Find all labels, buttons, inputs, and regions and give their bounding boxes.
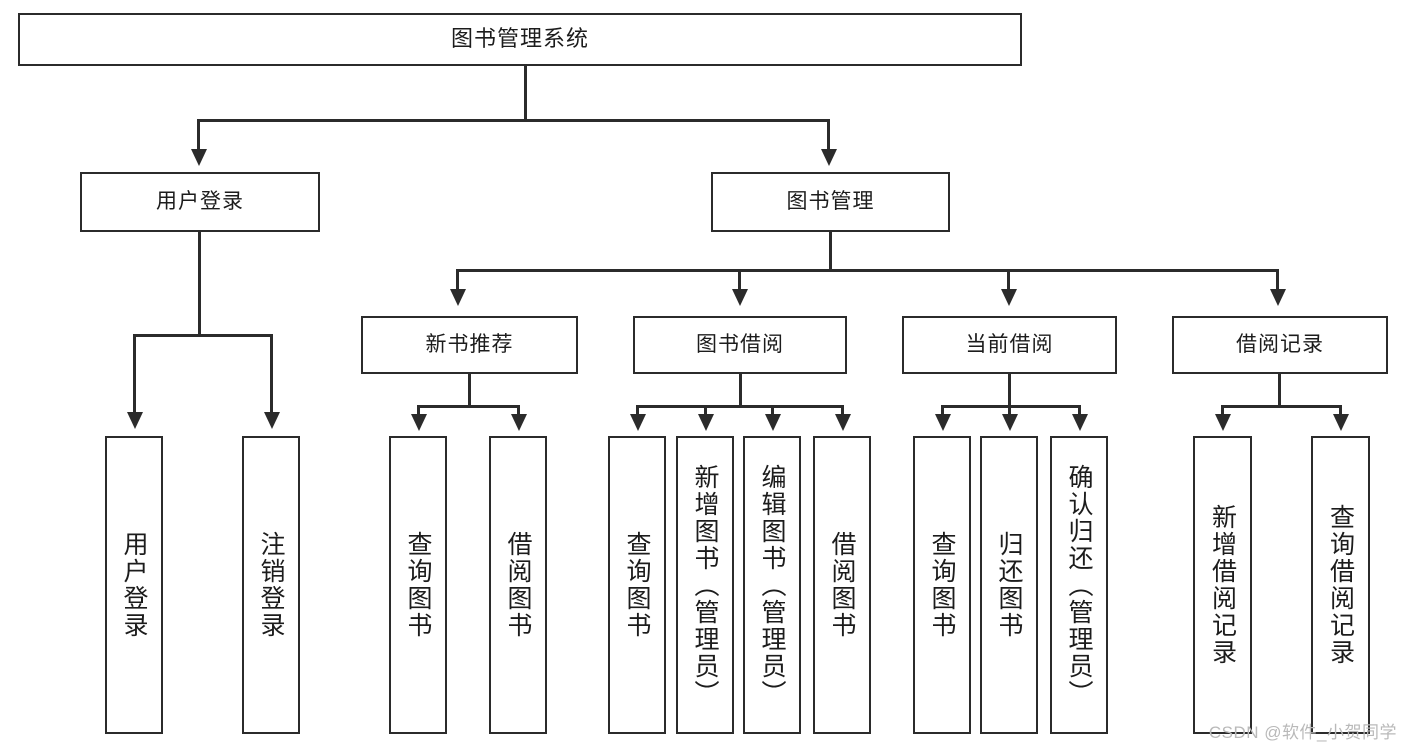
connector-current-borrow-leaf3 (1078, 405, 1081, 417)
connector-to-book-mgmt (827, 119, 830, 151)
connector-book-borrow-stem (739, 374, 742, 407)
connector-to-current-borrow (1007, 269, 1010, 291)
arrow-book-borrow-leaf2 (698, 414, 714, 431)
leaf-recommend-query-book[interactable]: 查询图书 (389, 436, 447, 734)
leaf-record-query-record[interactable]: 查询借阅记录 (1311, 436, 1370, 734)
connector-book-mgmt-bar (456, 269, 1279, 272)
node-label: 图书管理系统 (450, 26, 589, 52)
connector-to-borrow-record (1276, 269, 1279, 291)
leaf-current-return-book[interactable]: 归还图书 (980, 436, 1038, 734)
leaf-current-confirm-return[interactable]: 确认归还（管理员） (1050, 436, 1108, 734)
arrow-borrow-record-leaf2 (1333, 414, 1349, 431)
leaf-borrow-borrow-book[interactable]: 借阅图书 (813, 436, 871, 734)
arrow-to-book-borrow (732, 289, 748, 306)
node-new-book-recommend[interactable]: 新书推荐 (361, 316, 578, 374)
node-label: 归还图书 (995, 531, 1023, 639)
arrow-borrow-record-leaf1 (1215, 414, 1231, 431)
leaf-borrow-query-book[interactable]: 查询图书 (608, 436, 666, 734)
arrow-to-user-login (191, 149, 207, 166)
connector-user-login-bar (133, 334, 273, 337)
leaf-recommend-borrow-book[interactable]: 借阅图书 (489, 436, 547, 734)
node-label: 新增借阅记录 (1208, 504, 1237, 666)
connector-to-book-borrow (738, 269, 741, 291)
arrow-user-login-leaf2 (264, 412, 280, 429)
connector-new-book-bar (417, 405, 520, 408)
leaf-user-login[interactable]: 用户登录 (105, 436, 163, 734)
connector-borrow-record-leaf1 (1221, 405, 1224, 417)
node-label: 借阅图书 (828, 531, 856, 639)
connector-user-login-leaf2 (270, 334, 273, 414)
node-label: 用户登录 (156, 190, 244, 214)
connector-user-login-leaf1 (133, 334, 136, 414)
node-label: 查询图书 (404, 531, 432, 639)
arrow-new-book-leaf1 (411, 414, 427, 431)
leaf-record-add-record[interactable]: 新增借阅记录 (1193, 436, 1252, 734)
connector-book-borrow-leaf2 (704, 405, 707, 417)
connector-to-user-login (197, 119, 200, 151)
connector-current-borrow-leaf2 (1008, 405, 1011, 417)
node-label: 新书推荐 (425, 333, 514, 357)
connector-book-borrow-leaf1 (636, 405, 639, 417)
node-user-login[interactable]: 用户登录 (80, 172, 320, 232)
arrow-new-book-leaf2 (511, 414, 527, 431)
node-label: 确认归还（管理员） (1065, 463, 1093, 707)
connector-new-book-leaf1 (417, 405, 420, 417)
connector-current-borrow-leaf1 (941, 405, 944, 417)
node-label: 图书借阅 (696, 333, 784, 357)
node-label: 查询图书 (623, 531, 651, 639)
connector-book-borrow-bar (636, 405, 844, 408)
node-book-borrow[interactable]: 图书借阅 (633, 316, 847, 374)
arrow-to-current-borrow (1001, 289, 1017, 306)
connector-root-stem (524, 66, 527, 119)
csdn-watermark: CSDN @软件_小贺同学 (1208, 723, 1397, 742)
connector-book-borrow-leaf4 (841, 405, 844, 417)
node-label: 注销登录 (257, 531, 285, 639)
arrow-to-borrow-record (1270, 289, 1286, 306)
connector-current-borrow-bar (941, 405, 1081, 408)
leaf-borrow-add-book[interactable]: 新增图书（管理员） (676, 436, 734, 734)
connector-borrow-record-stem (1278, 374, 1281, 407)
arrow-current-borrow-leaf3 (1072, 414, 1088, 431)
leaf-borrow-edit-book[interactable]: 编辑图书（管理员） (743, 436, 801, 734)
leaf-logout[interactable]: 注销登录 (242, 436, 300, 734)
node-label: 查询借阅记录 (1326, 504, 1355, 666)
node-label: 编辑图书（管理员） (758, 463, 786, 707)
connector-borrow-record-leaf2 (1339, 405, 1342, 417)
connector-new-book-stem (468, 374, 471, 407)
connector-book-borrow-leaf3 (771, 405, 774, 417)
connector-current-borrow-stem (1008, 374, 1011, 407)
node-label: 新增图书（管理员） (691, 463, 719, 707)
arrow-book-borrow-leaf4 (835, 414, 851, 431)
arrow-to-book-mgmt (821, 149, 837, 166)
arrow-current-borrow-leaf1 (935, 414, 951, 431)
arrow-to-new-book (450, 289, 466, 306)
connector-new-book-leaf2 (517, 405, 520, 417)
arrow-book-borrow-leaf3 (765, 414, 781, 431)
connector-user-login-stem (198, 232, 201, 336)
node-book-management[interactable]: 图书管理 (711, 172, 950, 232)
node-current-borrow[interactable]: 当前借阅 (902, 316, 1117, 374)
connector-to-new-book (456, 269, 459, 291)
arrow-current-borrow-leaf2 (1002, 414, 1018, 431)
connector-book-mgmt-stem (829, 232, 832, 272)
leaf-current-query-book[interactable]: 查询图书 (913, 436, 971, 734)
connector-borrow-record-bar (1221, 405, 1342, 408)
node-borrow-record[interactable]: 借阅记录 (1172, 316, 1388, 374)
node-label: 借阅图书 (504, 531, 532, 639)
connector-root-bar (197, 119, 829, 122)
node-label: 图书管理 (786, 190, 875, 214)
arrow-user-login-leaf1 (127, 412, 143, 429)
node-label: 查询图书 (928, 531, 956, 639)
node-label: 用户登录 (120, 531, 148, 639)
node-label: 借阅记录 (1236, 333, 1324, 357)
node-label: 当前借阅 (965, 333, 1054, 357)
node-root-system[interactable]: 图书管理系统 (18, 13, 1022, 66)
arrow-book-borrow-leaf1 (630, 414, 646, 431)
